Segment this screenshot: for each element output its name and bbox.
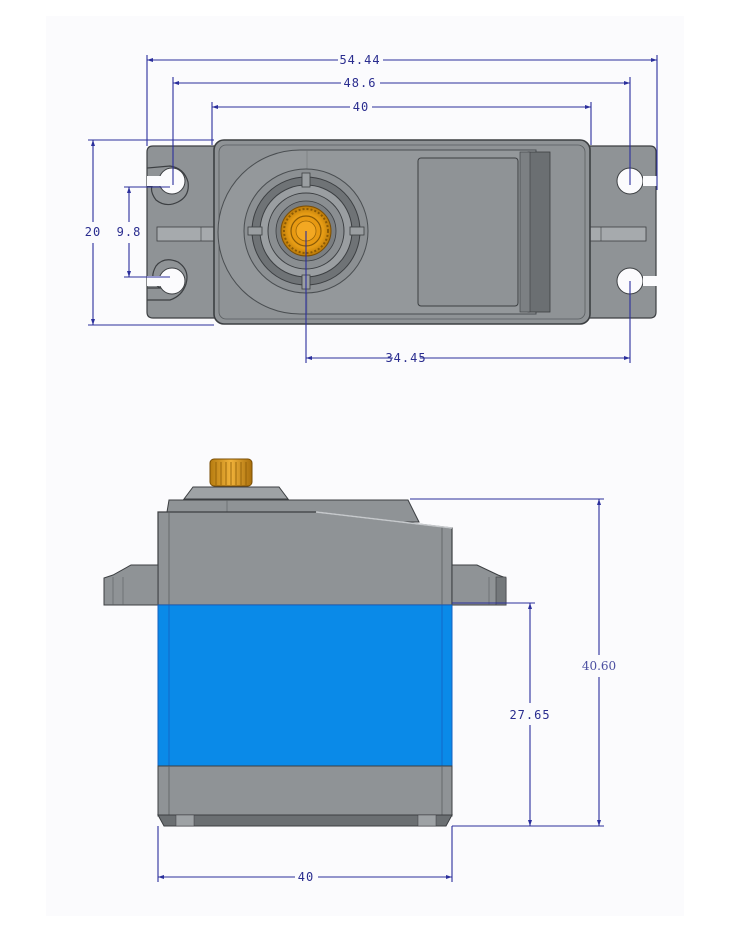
label-band bbox=[157, 604, 453, 767]
dim-overall-height: 40.60 bbox=[582, 659, 616, 673]
dim-shaft-to-hole: 34.45 bbox=[385, 351, 426, 365]
dim-body-length-side: 40 bbox=[298, 870, 314, 884]
dim-hole-pitch: 9.8 bbox=[117, 225, 142, 239]
top-view-dimensions bbox=[88, 55, 658, 363]
label-panel-top bbox=[417, 157, 519, 307]
dim-body-width: 20 bbox=[85, 225, 101, 239]
dim-body-length-top: 40 bbox=[353, 100, 369, 114]
dim-mount-to-bottom: 27.65 bbox=[509, 708, 550, 722]
bottom-case bbox=[157, 765, 453, 817]
side-view: 40.60 27.65 40 bbox=[103, 458, 616, 884]
left-mounting-ear bbox=[146, 145, 216, 319]
dim-overall-length: 54.44 bbox=[339, 53, 380, 67]
dim-hole-spacing: 48.6 bbox=[344, 76, 377, 90]
side-view-dimensions bbox=[157, 498, 604, 882]
right-mounting-ear bbox=[587, 145, 657, 319]
top-view: 54.44 48.6 40 20 9.8 34.45 bbox=[85, 53, 658, 365]
